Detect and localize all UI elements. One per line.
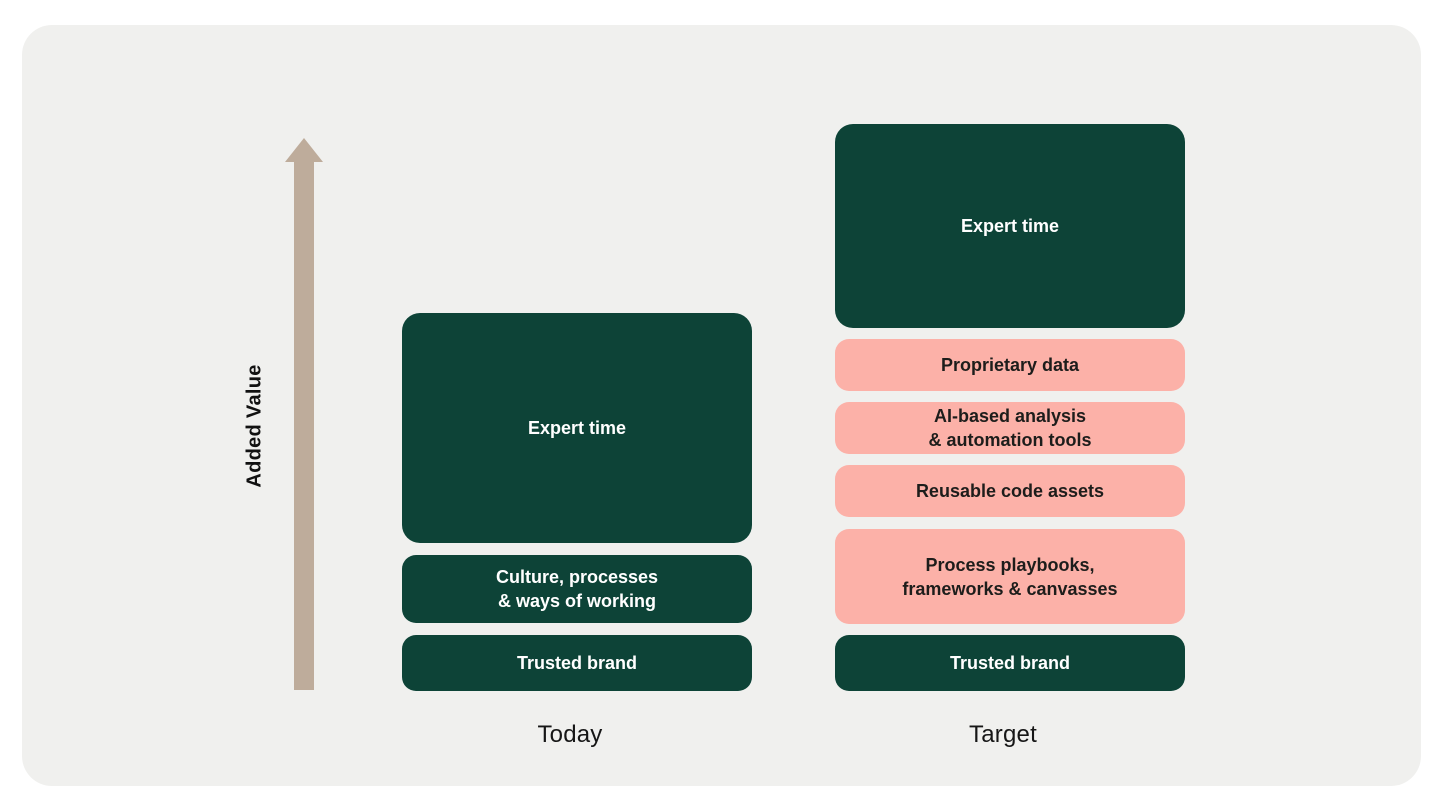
diagram-panel: Added Value Expert time Culture, process… bbox=[22, 25, 1421, 786]
column-label-target: Target bbox=[969, 721, 1037, 748]
arrow-up-icon bbox=[285, 138, 323, 162]
block-target-proprietary-data: Proprietary data bbox=[835, 339, 1185, 391]
block-today-culture-processes: Culture, processes & ways of working bbox=[402, 555, 752, 623]
column-label-today: Today bbox=[537, 721, 603, 748]
value-arrow-shaft bbox=[294, 158, 314, 690]
block-today-expert-time: Expert time bbox=[402, 313, 752, 543]
block-target-process-playbooks: Process playbooks, frameworks & canvasse… bbox=[835, 529, 1185, 624]
block-today-trusted-brand: Trusted brand bbox=[402, 635, 752, 691]
block-target-trusted-brand: Trusted brand bbox=[835, 635, 1185, 691]
block-target-expert-time: Expert time bbox=[835, 124, 1185, 328]
block-target-reusable-code-assets: Reusable code assets bbox=[835, 465, 1185, 517]
added-value-axis-label: Added Value bbox=[243, 364, 266, 488]
block-target-ai-tools: AI-based analysis & automation tools bbox=[835, 402, 1185, 454]
